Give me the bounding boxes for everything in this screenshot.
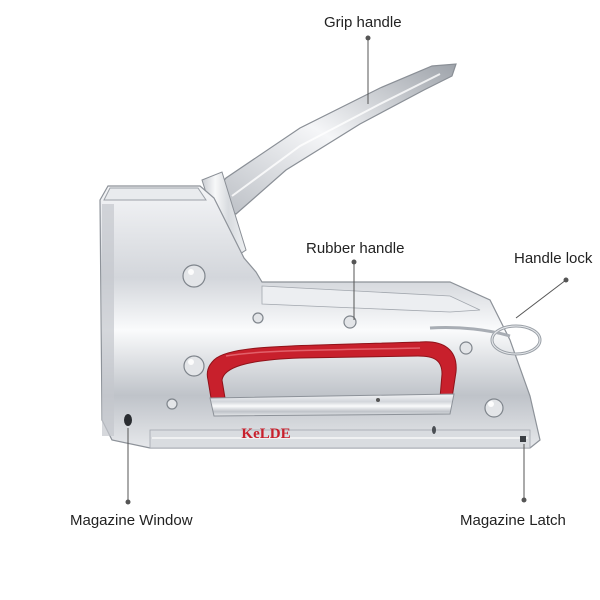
label-magazine-latch: Magazine Latch: [460, 512, 566, 529]
magazine-window-hole: [124, 414, 132, 426]
label-rubber-handle: Rubber handle: [306, 240, 405, 257]
label-magazine-window: Magazine Window: [70, 512, 193, 529]
label-grip-handle: Grip handle: [324, 14, 402, 31]
grip-handle-lever: [201, 63, 457, 263]
side-slot: [432, 426, 436, 434]
handle-bar: [209, 393, 455, 417]
label-handle-lock: Handle lock: [514, 250, 593, 267]
brand-badge: KeLDE: [241, 426, 290, 442]
leader-lines: [125, 35, 569, 505]
brand-logo-text: KeLDE: [241, 426, 290, 442]
magazine-latch-notch: [520, 436, 526, 442]
